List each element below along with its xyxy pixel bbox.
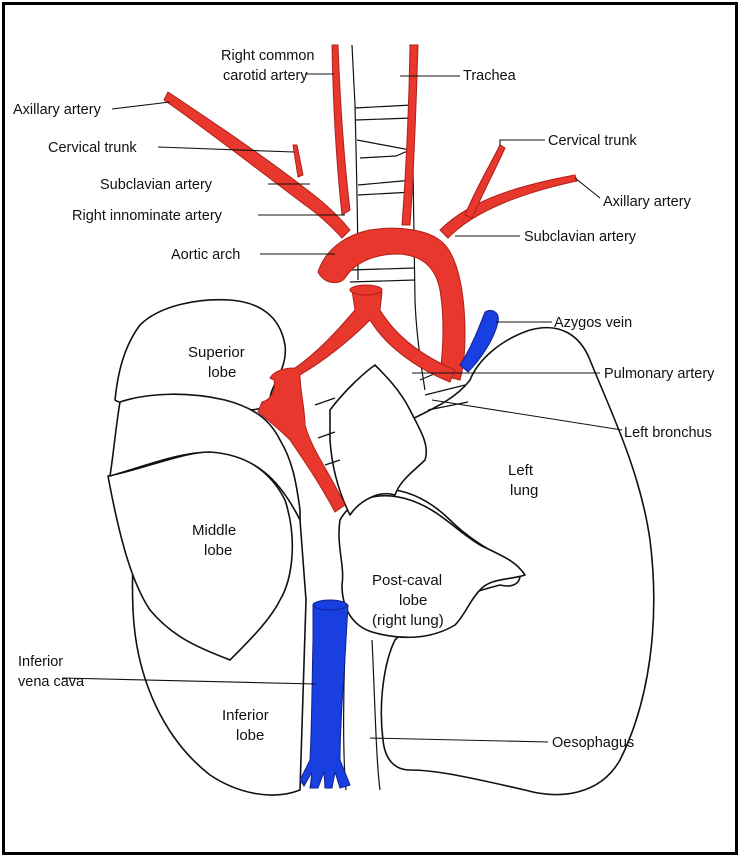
trachea-ring [355, 105, 412, 108]
label-left-lung-1: Left [508, 462, 534, 479]
label-cervical-right: Cervical trunk [48, 140, 137, 156]
right-cervical-trunk [293, 145, 303, 177]
trachea-ring [357, 140, 410, 158]
leader-cervical-right [158, 147, 294, 152]
label-inferior-vena-cava-1: Inferior [18, 654, 63, 670]
label-left-lung-2: lung [510, 482, 538, 499]
label-azygos: Azygos vein [554, 315, 632, 331]
label-inferior-lobe-1: Inferior [222, 707, 269, 724]
inferior-vena-cava [300, 601, 350, 788]
aortic-arch [318, 228, 465, 380]
label-subclavian-left: Subclavian artery [524, 229, 637, 245]
label-postcaval-3: (right lung) [372, 612, 444, 629]
label-middle-lobe-1: Middle [192, 522, 236, 539]
right-common-carotid-artery [332, 45, 350, 215]
label-oesophagus: Oesophagus [552, 735, 634, 751]
label-postcaval-2: lobe [399, 592, 427, 609]
right-bronchus [315, 398, 335, 405]
label-right-common-carotid-2: carotid artery [223, 68, 308, 84]
leader-cervical-left [500, 140, 545, 146]
oesophagus [372, 640, 380, 790]
label-subclavian-right: Subclavian artery [100, 177, 213, 193]
label-inferior-lobe-2: lobe [236, 727, 264, 744]
label-trachea: Trachea [463, 68, 517, 84]
label-inferior-vena-cava-2: vena cava [18, 674, 85, 690]
label-right-innominate: Right innominate artery [72, 208, 223, 224]
trachea-ring [350, 280, 415, 282]
label-right-common-carotid-1: Right common [221, 48, 314, 64]
left-common-carotid-artery [402, 45, 418, 225]
label-postcaval-1: Post-caval [372, 572, 442, 589]
label-superior-lobe-1: Superior [188, 344, 245, 361]
label-axillary-left: Axillary artery [603, 194, 692, 210]
leader-axillary-left [575, 178, 600, 198]
label-aortic-arch: Aortic arch [171, 247, 240, 263]
label-cervical-left: Cervical trunk [548, 133, 637, 149]
trachea-ring [350, 268, 415, 270]
label-axillary-right: Axillary artery [13, 102, 102, 118]
trachea-ring [356, 118, 412, 120]
label-pulmonary: Pulmonary artery [604, 366, 715, 382]
label-middle-lobe-2: lobe [204, 542, 232, 559]
label-superior-lobe-2: lobe [208, 364, 236, 381]
label-left-bronchus: Left bronchus [624, 425, 712, 441]
leader-axillary-right [112, 102, 170, 109]
